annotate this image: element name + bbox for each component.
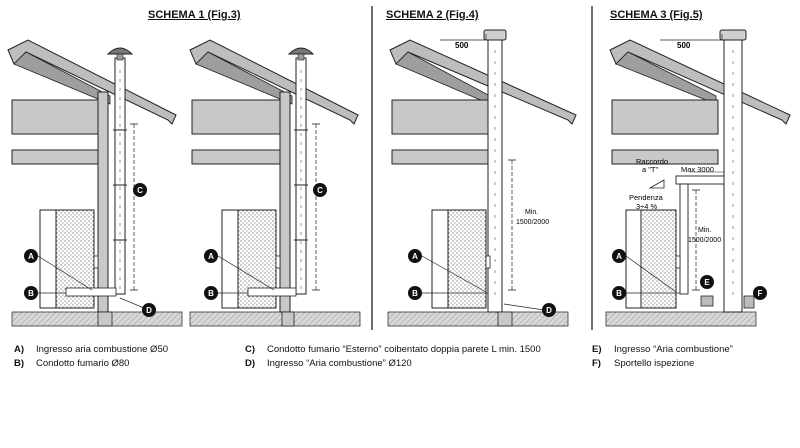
wall [97, 91, 109, 313]
legend-item-b: B)Condotto fumario Ø80 [14, 358, 130, 369]
legend-item-d: D)Ingresso “Aria combustione” Ø120 [245, 358, 412, 369]
svg-text:E: E [704, 278, 710, 287]
marker-e: E [700, 275, 714, 289]
marker-c: C [313, 183, 327, 197]
legend-item-f: F)Sportello ispezione [592, 358, 695, 369]
marker-b: B [612, 286, 626, 300]
floor-slab [11, 149, 107, 165]
marker-a: A [204, 249, 218, 263]
raccordo-label: Raccordo [636, 157, 668, 166]
legend-item-e: E)Ingresso “Aria combustione” [592, 344, 733, 355]
marker-f: F [753, 286, 767, 300]
chimney-cap [483, 29, 507, 41]
floor-slab [611, 99, 719, 135]
vertical-flue [679, 183, 689, 295]
ground [387, 311, 569, 327]
svg-text:A: A [412, 252, 418, 261]
ground [189, 311, 361, 327]
marker-d: D [542, 303, 556, 317]
marker-b: B [204, 286, 218, 300]
chimney-cap [719, 29, 747, 41]
marker-b: B [408, 286, 422, 300]
marker-a: A [24, 249, 38, 263]
pendenza-label: Pendenza [629, 193, 664, 202]
svg-text:D: D [546, 306, 552, 315]
wall [279, 91, 291, 313]
svg-text:D: D [146, 306, 152, 315]
floor-slab [391, 149, 489, 165]
min-label: Min. [698, 227, 711, 234]
scheme-1-variant [189, 39, 361, 327]
svg-text:B: B [616, 289, 622, 298]
svg-text:A: A [616, 252, 622, 261]
max-label: Max 3000 [681, 165, 714, 174]
flue-pipe [295, 57, 307, 295]
marker-a: A [408, 249, 422, 263]
floor-slab [191, 99, 287, 135]
legend-col-1: A)Ingresso aria combustione Ø50 B)Condot… [14, 343, 168, 371]
scheme-1 [7, 39, 183, 327]
legend-col-3: E)Ingresso “Aria combustione” F)Sportell… [592, 343, 733, 371]
min-label: Min. [525, 209, 538, 216]
clearance-label: 500 [677, 41, 691, 50]
min-value: 1500/2000 [688, 237, 721, 244]
legend-item-a: A)Ingresso aria combustione Ø50 [14, 344, 169, 355]
scheme-2 [387, 29, 577, 327]
legend-col-2: C)Condotto fumario “Esterno” coibentato … [245, 343, 541, 371]
svg-text:B: B [412, 289, 418, 298]
svg-text:F: F [758, 289, 763, 298]
svg-text:B: B [208, 289, 214, 298]
legend-item-c: C)Condotto fumario “Esterno” coibentato … [245, 344, 541, 355]
raccordo-label: a "T" [642, 165, 658, 174]
scheme-3 [605, 29, 791, 327]
ground [605, 311, 757, 327]
title-schema-3: SCHEMA 3 (Fig.5) [610, 9, 703, 21]
marker-c: C [133, 183, 147, 197]
svg-text:C: C [317, 186, 323, 195]
chimney-cap [106, 47, 134, 55]
svg-text:A: A [208, 252, 214, 261]
svg-text:C: C [137, 186, 143, 195]
floor-slab [191, 149, 287, 165]
title-schema-1: SCHEMA 1 (Fig.3) [148, 9, 241, 21]
clearance-label: 500 [455, 41, 469, 50]
floor-slab [611, 149, 719, 165]
chimney-cap [287, 47, 315, 55]
ground [11, 311, 183, 327]
title-schema-2: SCHEMA 2 (Fig.4) [386, 9, 479, 21]
floor-slab [11, 99, 107, 135]
marker-d: D [142, 303, 156, 317]
svg-text:A: A [28, 252, 34, 261]
marker-a: A [612, 249, 626, 263]
min-value: 1500/2000 [516, 219, 549, 226]
marker-b: B [24, 286, 38, 300]
horizontal-flue [675, 175, 725, 185]
svg-text:B: B [28, 289, 34, 298]
flue-pipe [114, 57, 126, 295]
floor-slab [391, 99, 489, 135]
pendenza-value: 3÷4 % [636, 202, 658, 211]
